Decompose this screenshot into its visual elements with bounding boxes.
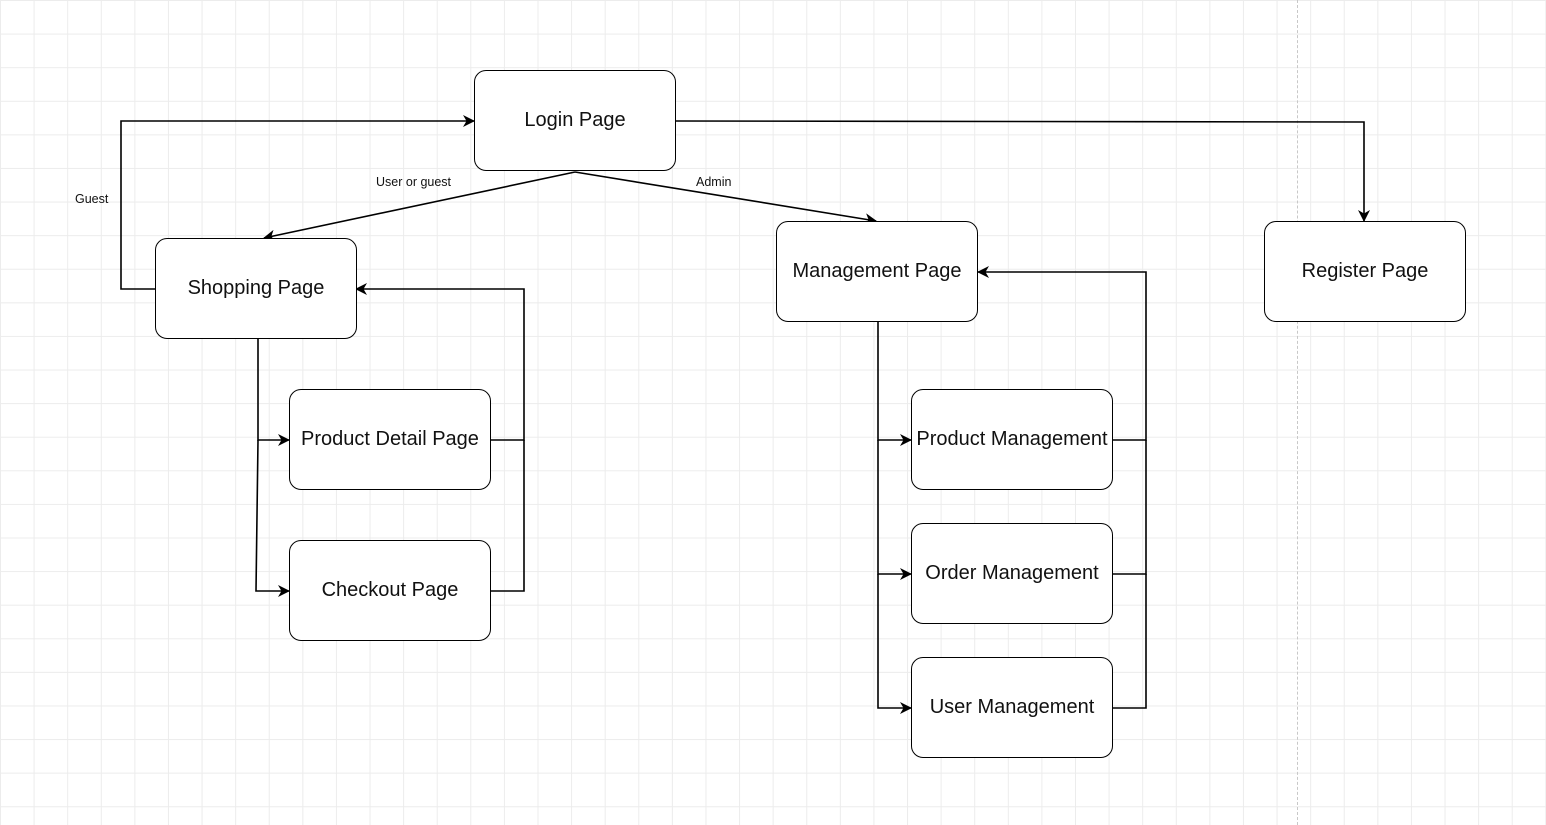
edge-management-to-order-management[interactable] — [877, 440, 912, 580]
node-checkout-page[interactable]: Checkout Page — [289, 540, 491, 641]
edge-shopping-to-product-detail[interactable] — [257, 339, 290, 446]
node-label: Order Management — [925, 562, 1099, 584]
node-product-detail-page[interactable]: Product Detail Page — [289, 389, 491, 490]
edge-label-user-or-guest: User or guest — [376, 175, 452, 189]
node-shopping-page[interactable]: Shopping Page — [155, 238, 357, 339]
edge-product-management-to-management[interactable] — [977, 266, 1147, 441]
node-product-management[interactable]: Product Management — [911, 389, 1113, 490]
node-label: Checkout Page — [321, 579, 459, 601]
node-management-page[interactable]: Management Page — [776, 221, 978, 322]
edge-label-admin: Admin — [696, 175, 732, 189]
node-user-management[interactable]: User Management — [911, 657, 1113, 758]
edge-shopping-to-checkout[interactable] — [255, 439, 290, 597]
node-label: Register Page — [1301, 260, 1429, 282]
page-boundary-guide — [1297, 0, 1298, 825]
edge-login-to-management[interactable] — [574, 171, 877, 226]
node-label: Shopping Page — [187, 277, 325, 299]
edge-management-to-user-management[interactable] — [877, 574, 912, 714]
edge-user-management-to-management[interactable] — [1112, 574, 1147, 709]
node-register-page[interactable]: Register Page — [1264, 221, 1466, 322]
edge-label-guest: Guest — [75, 192, 109, 206]
node-label: Product Detail Page — [301, 428, 479, 450]
edge-order-management-to-management[interactable] — [1112, 440, 1147, 575]
node-label: User Management — [929, 696, 1095, 718]
node-label: Management Page — [792, 260, 962, 282]
node-order-management[interactable]: Order Management — [911, 523, 1113, 624]
edge-shopping-to-login[interactable] — [120, 115, 475, 290]
edge-product-detail-to-shopping[interactable] — [355, 283, 525, 441]
node-login-page[interactable]: Login Page — [474, 70, 676, 171]
node-label: Login Page — [524, 109, 626, 131]
edge-login-to-shopping[interactable] — [263, 171, 576, 242]
edge-checkout-to-shopping[interactable] — [491, 440, 525, 592]
edge-management-to-product-management[interactable] — [877, 322, 912, 446]
edge-login-to-register[interactable] — [675, 120, 1370, 222]
node-label: Product Management — [916, 428, 1108, 450]
